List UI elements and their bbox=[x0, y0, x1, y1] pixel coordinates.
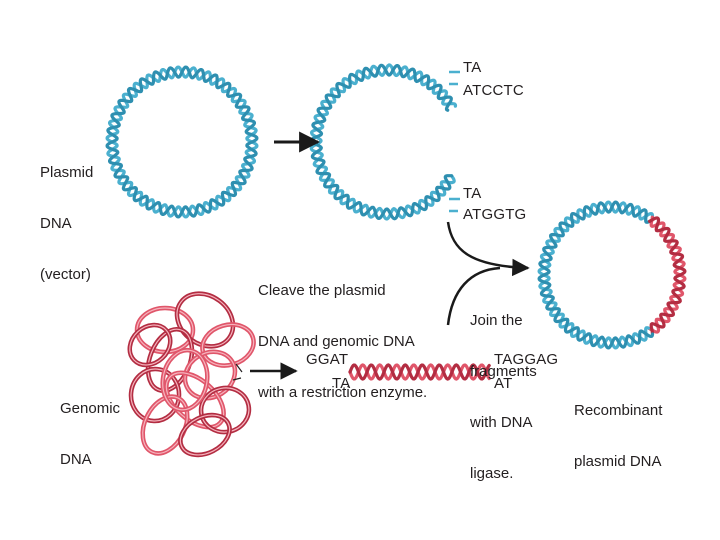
helix-strand bbox=[648, 216, 687, 277]
fragment-strand bbox=[348, 363, 491, 381]
plasmid-top-lower-seq: ATCCTC bbox=[463, 82, 524, 99]
helix-strand bbox=[649, 215, 686, 277]
helix-strand bbox=[646, 273, 687, 334]
plasmid-bottom-lower-seq: ATGGTG bbox=[463, 206, 527, 223]
fragment-right-lower-seq: AT bbox=[494, 375, 513, 392]
process-arrows bbox=[250, 131, 530, 380]
cleave-label: Cleave the plasmid DNA and genomic DNA w… bbox=[258, 248, 427, 435]
genomic-dna-fragment bbox=[348, 363, 491, 381]
join-label: Join the fragments with DNA ligase. bbox=[470, 278, 537, 516]
plasmid-label: Plasmid DNA (vector) bbox=[40, 130, 93, 317]
cleave-label-line3: with a restriction enzyme. bbox=[258, 384, 428, 401]
join-arrow-bottom bbox=[446, 266, 501, 326]
genomic-label-line1: Genomic bbox=[60, 400, 121, 417]
genomic-loop-highlight bbox=[179, 414, 231, 456]
cut-plasmid-dna bbox=[309, 63, 460, 221]
cleave-label-line2: DNA and genomic DNA bbox=[258, 333, 415, 350]
fragment-right-upper-seq: TAGGAG bbox=[494, 351, 559, 368]
genomic-dna-tangle bbox=[127, 291, 256, 458]
plasmid-label-line3: (vector) bbox=[40, 266, 91, 283]
plasmid-label-line2: DNA bbox=[40, 215, 72, 232]
join-label-line2: fragments bbox=[470, 363, 537, 380]
sticky-end-bottom bbox=[449, 197, 460, 213]
plasmid-top-upper-seq: TA bbox=[463, 59, 482, 76]
fragment-left-upper-seq: GGAT bbox=[306, 351, 349, 368]
fragment-left-lower-seq: TA bbox=[332, 375, 351, 392]
join-label-line1: Join the bbox=[470, 312, 523, 329]
helix-strand bbox=[537, 200, 655, 350]
genomic-label: Genomic DNA bbox=[60, 366, 120, 502]
genomic-loop-highlight bbox=[176, 293, 234, 347]
join-label-line3: with DNA bbox=[470, 414, 533, 431]
join-label-line4: ligase. bbox=[470, 465, 514, 482]
recombinant-label-line1: Recombinant bbox=[574, 402, 663, 419]
recombinant-plasmid-circle bbox=[537, 200, 687, 350]
helix-strand bbox=[309, 63, 458, 221]
helix-strand bbox=[537, 200, 655, 350]
plasmid-label-line1: Plasmid bbox=[40, 164, 94, 181]
recombinant-label-line2: plasmid DNA bbox=[574, 453, 662, 470]
plasmid-dna-circle bbox=[105, 65, 259, 219]
plasmid-bottom-upper-seq: TA bbox=[463, 185, 482, 202]
recombinant-label: Recombinant plasmid DNA bbox=[574, 368, 662, 504]
helix-strand bbox=[105, 65, 259, 219]
cut-mark bbox=[232, 363, 243, 381]
genomic-loop-highlight bbox=[129, 324, 171, 366]
join-arrow-top bbox=[446, 221, 530, 277]
fragment-strand bbox=[348, 363, 491, 381]
helix-strand bbox=[649, 273, 686, 336]
cleave-label-line1: Cleave the plasmid bbox=[258, 282, 386, 299]
sticky-end-top bbox=[449, 70, 460, 86]
genomic-label-line2: DNA bbox=[60, 451, 92, 468]
genomic-loop-highlight bbox=[162, 349, 208, 411]
